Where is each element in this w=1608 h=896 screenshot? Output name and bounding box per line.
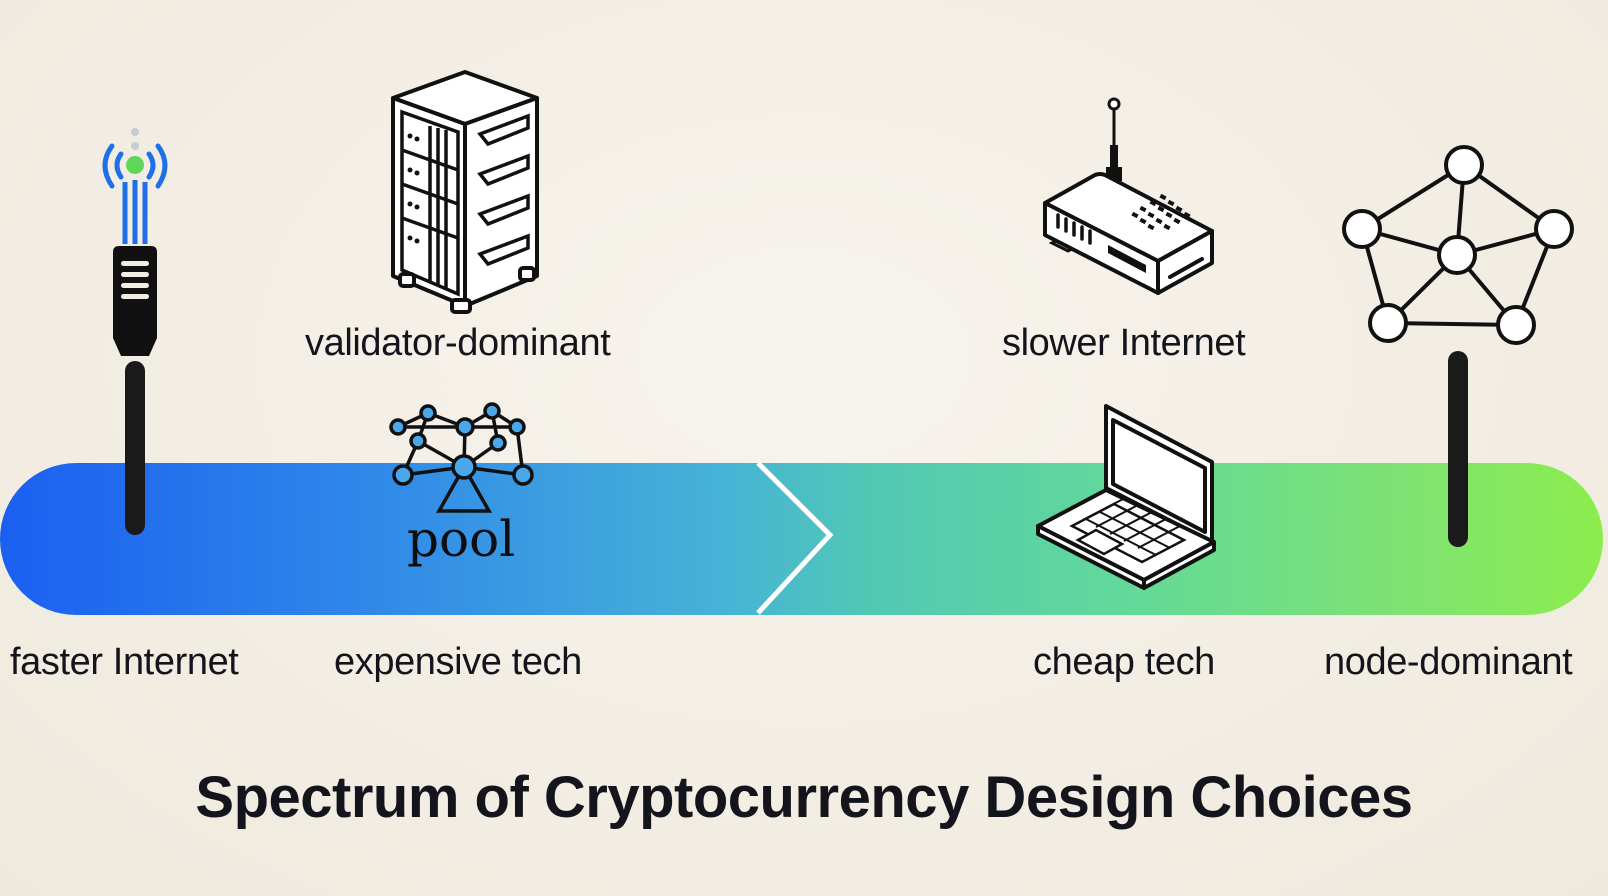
label-cheap-tech: cheap tech <box>1033 641 1215 683</box>
pool-label: pool <box>407 510 516 568</box>
mining-pool-icon <box>389 402 534 513</box>
diagram-title: Spectrum of Cryptocurrency Design Choice… <box>195 765 1413 830</box>
label-validator-dominant: validator-dominant <box>305 322 611 364</box>
spectrum-bar <box>0 463 1603 615</box>
server-rack-icon <box>391 70 539 314</box>
node-pole-icon <box>1448 351 1468 547</box>
router-icon <box>1043 97 1214 295</box>
fast-network-cable-icon <box>102 128 168 535</box>
chevron-right-icon <box>756 461 834 615</box>
laptop-icon <box>1036 404 1216 590</box>
label-node-dominant: node-dominant <box>1324 641 1573 683</box>
label-expensive-tech: expensive tech <box>334 641 582 683</box>
decentralized-network-icon <box>1342 145 1574 345</box>
label-slower-internet: slower Internet <box>1002 322 1246 364</box>
label-faster-internet: faster Internet <box>10 641 239 683</box>
